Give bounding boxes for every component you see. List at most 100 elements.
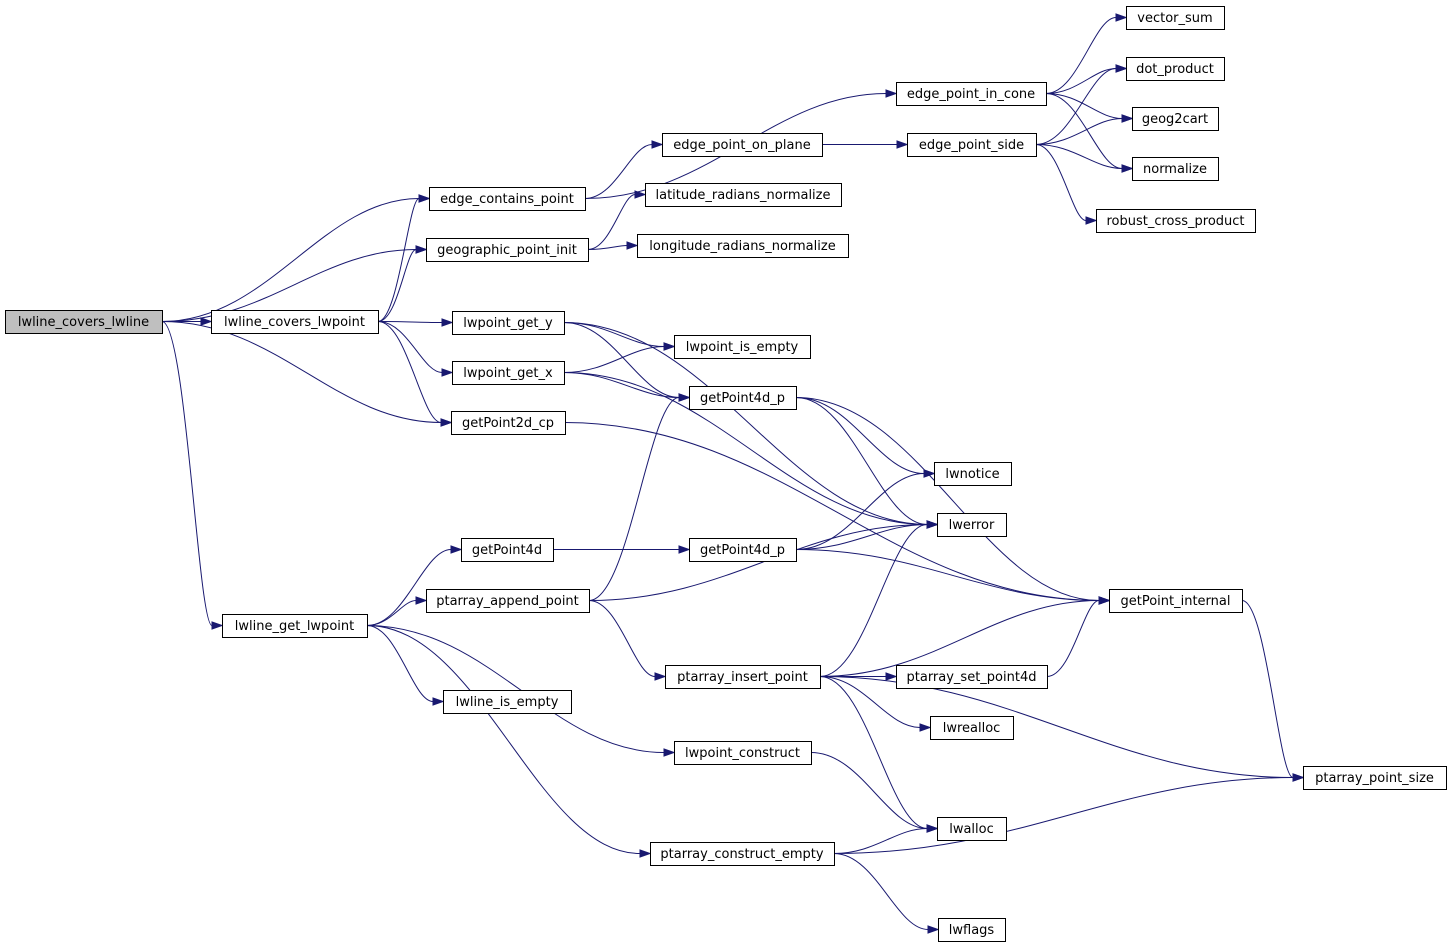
edge-line xyxy=(377,321,443,373)
node-box xyxy=(937,817,1007,841)
node-getPoint-internal[interactable]: getPoint_internal xyxy=(1109,589,1243,613)
node-edge-point-on-plane[interactable]: edge_point_on_plane xyxy=(662,133,823,157)
node-ptarray-point-size[interactable]: ptarray_point_size xyxy=(1303,766,1447,790)
node-lwflags[interactable]: lwflags xyxy=(938,918,1006,942)
edge-line xyxy=(1035,144,1123,169)
edge-arrowhead xyxy=(654,672,667,681)
node-lwpoint-is-empty[interactable]: lwpoint_is_empty xyxy=(674,335,811,359)
node-box xyxy=(896,82,1047,106)
node-ptarray-set-point4d[interactable]: ptarray_set_point4d xyxy=(896,665,1048,689)
node-box xyxy=(637,234,849,258)
node-edge-point-side[interactable]: edge_point_side xyxy=(907,133,1037,157)
node-edge-contains-point[interactable]: edge_contains_point xyxy=(429,187,586,211)
node-getPoint4d-p-b[interactable]: getPoint4d_p xyxy=(689,538,797,562)
node-robust-cross-product[interactable]: robust_cross_product xyxy=(1096,209,1256,233)
edge-line xyxy=(587,194,636,250)
edge-line xyxy=(587,245,628,250)
node-geog2cart[interactable]: geog2cart xyxy=(1132,107,1219,131)
edge-line xyxy=(819,524,928,677)
node-label: lwpoint_construct xyxy=(685,746,800,761)
node-vector-sum[interactable]: vector_sum xyxy=(1126,6,1225,30)
node-label: getPoint4d xyxy=(472,543,542,558)
node-ptarray-insert-point[interactable]: ptarray_insert_point xyxy=(665,665,821,689)
node-lwnotice[interactable]: lwnotice xyxy=(934,462,1012,486)
edge-edge-point-side-to-robust-cross-product xyxy=(1035,144,1098,225)
node-lwpoint-get-x[interactable]: lwpoint_get_x xyxy=(452,361,565,385)
node-normalize[interactable]: normalize xyxy=(1132,157,1219,181)
edge-line xyxy=(563,322,680,398)
node-getPoint2d-cp[interactable]: getPoint2d_cp xyxy=(451,411,566,435)
edge-getPoint2d-cp-to-getPoint-internal xyxy=(564,422,1111,605)
edge-lwline-covers-lwpoint-to-lwpoint-get-y xyxy=(377,318,454,327)
edge-arrowhead xyxy=(663,342,676,351)
edge-line xyxy=(161,321,213,626)
node-ptarray-append-point[interactable]: ptarray_append_point xyxy=(426,589,590,613)
node-box xyxy=(665,665,821,689)
node-lwline-covers-lwline[interactable]: lwline_covers_lwline xyxy=(5,310,163,334)
edge-arrowhead xyxy=(441,318,454,327)
edge-lwline-covers-lwpoint-to-geographic-point-init xyxy=(377,245,428,322)
node-label: lwnotice xyxy=(945,467,999,482)
edge-lwpoint-get-x-to-getPoint4d-p-a xyxy=(563,372,691,402)
edge-ptarray-construct-empty-to-ptarray-point-size xyxy=(833,773,1305,854)
node-lwline-get-lwpoint[interactable]: lwline_get_lwpoint xyxy=(222,614,368,638)
node-edge-point-in-cone[interactable]: edge_point_in_cone xyxy=(896,82,1047,106)
edge-arrowhead xyxy=(896,140,909,149)
node-ptarray-construct-empty[interactable]: ptarray_construct_empty xyxy=(650,842,835,866)
node-box xyxy=(1132,157,1219,181)
edge-line xyxy=(588,524,928,601)
node-box xyxy=(443,690,572,714)
edge-line xyxy=(795,549,1100,601)
edge-ptarray-insert-point-to-getPoint-internal xyxy=(819,596,1111,677)
node-label: edge_point_in_cone xyxy=(907,87,1035,102)
node-label: lwerror xyxy=(949,518,995,533)
edge-line xyxy=(584,144,653,199)
node-dot-product[interactable]: dot_product xyxy=(1126,57,1225,81)
node-lwline-is-empty[interactable]: lwline_is_empty xyxy=(443,690,572,714)
edge-line xyxy=(588,600,656,677)
edge-edge-point-side-to-normalize xyxy=(1035,144,1134,173)
node-box xyxy=(1096,209,1256,233)
node-longitude-radians-normalize[interactable]: longitude_radians_normalize xyxy=(637,234,849,258)
node-label: lwline_get_lwpoint xyxy=(235,619,354,634)
edge-line xyxy=(366,625,641,854)
node-label: lwpoint_get_x xyxy=(463,366,553,381)
node-box xyxy=(211,310,379,334)
node-box xyxy=(674,741,812,765)
edge-arrowhead xyxy=(639,849,652,858)
edge-geographic-point-init-to-latitude-radians-normalize xyxy=(587,190,647,250)
node-label: lwline_is_empty xyxy=(456,695,559,710)
edge-line xyxy=(588,397,680,601)
node-box xyxy=(452,311,565,335)
node-label: ptarray_set_point4d xyxy=(907,670,1037,685)
node-getPoint4d[interactable]: getPoint4d xyxy=(461,538,554,562)
edge-getPoint4d-p-b-to-getPoint-internal xyxy=(795,549,1111,605)
edge-line xyxy=(1241,600,1294,778)
edge-lwpoint-get-y-to-lwpoint-is-empty xyxy=(563,322,676,351)
node-box xyxy=(689,386,797,410)
edge-edge-point-on-plane-to-edge-point-side xyxy=(822,140,909,149)
edge-line xyxy=(819,600,1100,677)
edge-line xyxy=(366,625,665,753)
edge-arrowhead xyxy=(927,925,940,934)
node-geographic-point-init[interactable]: geographic_point_init xyxy=(426,238,589,262)
node-lwrealloc[interactable]: lwrealloc xyxy=(930,716,1014,740)
node-lwerror[interactable]: lwerror xyxy=(937,513,1007,537)
node-lwpoint-construct[interactable]: lwpoint_construct xyxy=(674,741,812,765)
edge-getPoint4d-to-getPoint4d-p-b xyxy=(553,545,691,554)
edge-getPoint4d-p-a-to-lwnotice xyxy=(795,397,936,478)
node-lwpoint-get-y[interactable]: lwpoint_get_y xyxy=(452,311,565,335)
edge-line xyxy=(161,198,420,322)
edge-lwline-covers-lwline-to-edge-contains-point xyxy=(161,194,431,322)
node-latitude-radians-normalize[interactable]: latitude_radians_normalize xyxy=(645,183,842,207)
edge-arrowhead xyxy=(441,368,454,377)
node-label: ptarray_construct_empty xyxy=(660,847,823,862)
edge-lwline-get-lwpoint-to-ptarray-append-point xyxy=(366,596,428,626)
node-box xyxy=(1132,107,1219,131)
edges-layer xyxy=(161,13,1305,934)
node-box xyxy=(930,716,1014,740)
node-getPoint4d-p-a[interactable]: getPoint4d_p xyxy=(689,386,797,410)
node-lwalloc[interactable]: lwalloc xyxy=(937,817,1007,841)
node-lwline-covers-lwpoint[interactable]: lwline_covers_lwpoint xyxy=(211,310,379,334)
edge-line xyxy=(795,397,928,525)
